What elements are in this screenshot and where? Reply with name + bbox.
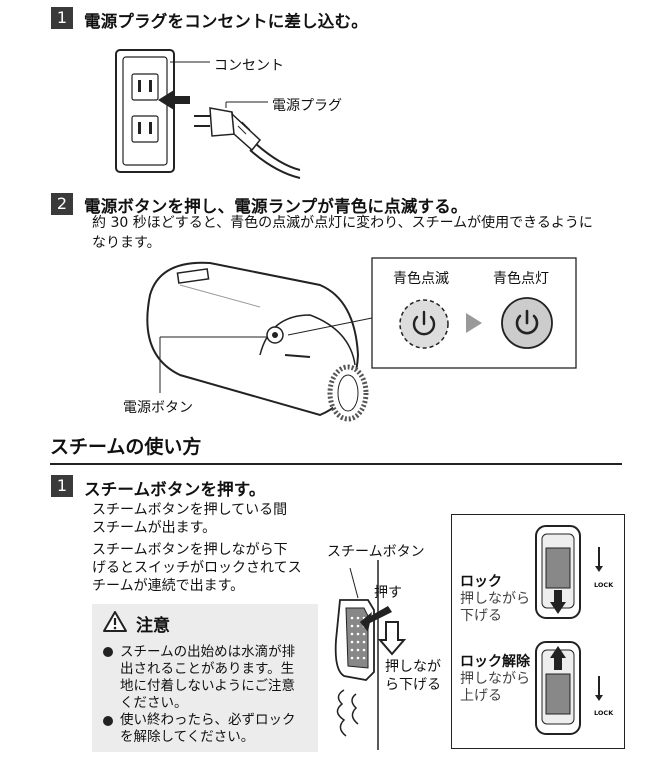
caution-item1-line3: 地に付着しないようにご注意 xyxy=(120,678,295,694)
unlock-desc-line1: 押しながら xyxy=(460,671,530,687)
caution-item2-line2: を解除してください。 xyxy=(120,729,255,745)
on-label: 青色点灯 xyxy=(493,271,549,287)
step-number-1: 1 xyxy=(51,7,73,29)
steam-button-illustration xyxy=(334,560,407,750)
unlock-switch-illustration xyxy=(535,641,581,735)
arrow-down-icon xyxy=(595,695,603,701)
steam-desc-line2: スチームが出ます。 xyxy=(92,520,217,536)
steam-desc-line5: チームが連続で出ます。 xyxy=(92,578,245,594)
push-label: 押す xyxy=(374,585,402,601)
section-title: スチームの使い方 xyxy=(50,436,202,458)
push-down-label-line1: 押しなが xyxy=(385,659,441,675)
steam-button-label: スチームボタン xyxy=(327,544,425,560)
lock-mark-text: LOCK xyxy=(594,709,614,717)
section-divider xyxy=(50,463,622,465)
caution-title: 注意 xyxy=(136,616,170,636)
unlock-desc-line2: 上げる xyxy=(460,688,502,704)
step2-desc-line1: 約 30 秒ほどすると、青色の点滅が点灯に変わり、スチームが使用できるように xyxy=(92,215,593,231)
lit-power-icon xyxy=(501,297,553,349)
steam-step-number-1: 1 xyxy=(51,475,73,497)
lock-desc-line1: 押しながら xyxy=(460,591,530,607)
step-number-2: 2 xyxy=(51,193,73,215)
push-down-label-line2: ら下げる xyxy=(385,677,441,693)
steam-heading: スチームボタンを押す。 xyxy=(84,480,266,499)
step1-heading: 電源プラグをコンセントに差し込む。 xyxy=(84,12,368,31)
steam-desc-line4: げるとスイッチがロックされてス xyxy=(92,560,302,576)
bullet-icon xyxy=(103,716,113,726)
lock-direction-arrow xyxy=(598,547,600,567)
steamer-illustration xyxy=(146,261,369,422)
bullet-icon xyxy=(103,647,113,657)
steam-desc-line1: スチームボタンを押している間 xyxy=(92,502,288,518)
warning-icon xyxy=(103,611,127,632)
lock-title: ロック xyxy=(460,574,502,590)
play-arrow-icon xyxy=(466,313,482,333)
lock-mark-text: LOCK xyxy=(594,581,614,589)
power-button-label: 電源ボタン xyxy=(123,400,193,416)
blinking-power-icon xyxy=(399,299,449,349)
caution-item1-line2: 出されることがあります。生 xyxy=(120,661,295,677)
caution-item2-line1: 使い終わったら、必ずロック xyxy=(120,712,296,728)
steam-desc-line3: スチームボタンを押しながら下 xyxy=(92,542,288,558)
caution-item1-line4: ください。 xyxy=(120,695,188,711)
caution-item1-line1: スチームの出始めは水滴が排 xyxy=(120,644,296,660)
lock-switch-illustration xyxy=(535,525,581,619)
unlock-title: ロック解除 xyxy=(460,654,530,670)
caution-box xyxy=(92,604,318,752)
lock-desc-line2: 下げる xyxy=(460,608,502,624)
outlet-plug-illustration xyxy=(115,49,301,179)
plug-label: 電源プラグ xyxy=(272,98,342,114)
unlock-direction-arrow xyxy=(598,676,600,696)
step2-desc-line2: なります。 xyxy=(92,235,161,251)
blink-label: 青色点滅 xyxy=(393,271,449,287)
step2-heading: 電源ボタンを押し、電源ランプが青色に点滅する。 xyxy=(84,197,468,216)
outlet-label: コンセント xyxy=(214,58,284,74)
arrow-down-icon xyxy=(595,566,603,572)
